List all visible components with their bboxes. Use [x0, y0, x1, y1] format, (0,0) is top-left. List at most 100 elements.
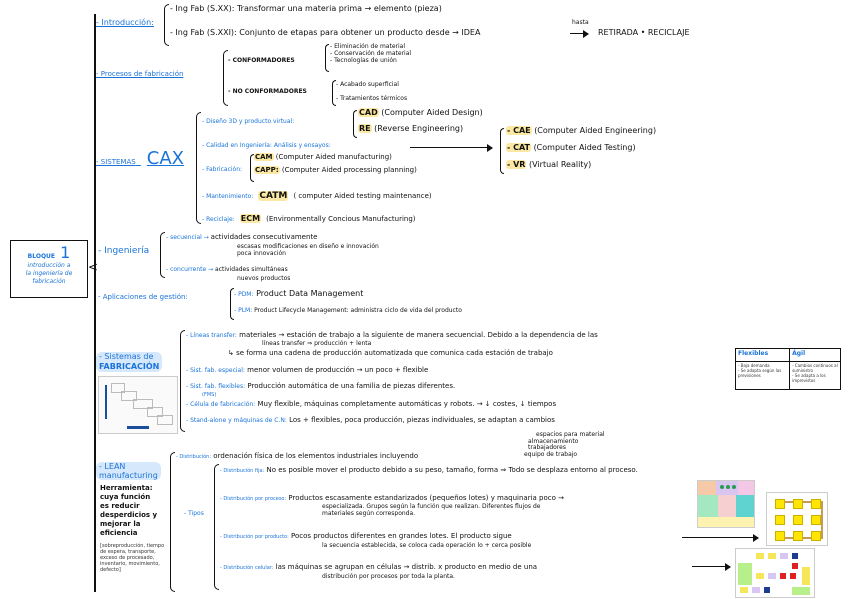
arrow: [570, 28, 589, 40]
ing-line: escasas modificaciones en diseño e innov…: [237, 243, 379, 250]
tipo-proceso: - Distribución por proceso: Productos es…: [220, 494, 564, 503]
waste-line: de espera, transporte,: [100, 549, 156, 555]
acronym-text: (Computer Aided processing planning): [281, 166, 417, 174]
tipo-celular: - Distribución celular: las máquinas se …: [220, 563, 537, 571]
bracket: [164, 4, 169, 46]
waste-line: [sobreproducción, tiempo: [100, 543, 165, 549]
tipo-line: distribución por procesos por toda la pl…: [322, 573, 455, 580]
acronym-text: (Reverse Engineering): [374, 124, 464, 133]
cax-sub: - CAT (Computer Aided Testing): [506, 143, 636, 152]
sisfab-text: Los + flexibles, poca producción, piezas…: [289, 416, 555, 424]
arrow: [410, 142, 493, 154]
tipo-key: - Distribución celular:: [220, 565, 274, 571]
dist-text: ordenación física de los elementos indus…: [213, 452, 419, 460]
section-gestion: - Aplicaciones de gestión:: [98, 293, 188, 301]
intro-key: - Ing Fab (S.XX):: [170, 4, 235, 13]
list-item: - Tratamientos térmicos: [336, 95, 408, 102]
dist-key: - Distribución:: [176, 454, 212, 460]
cax-key: - Calidad en Ingeniería: Análisis y ensa…: [202, 142, 331, 149]
gestion-key: - PDM:: [234, 291, 254, 298]
title-box: BLOQUE 1 introducción a la ingeniería de…: [10, 240, 88, 298]
desc-line: desperdicios y: [100, 511, 158, 519]
label-line: FABRICACIÓN: [99, 362, 160, 371]
tipo-line: Productos escasamente estandarizados (pe…: [288, 494, 565, 502]
gestion-text: Product Data Management: [256, 289, 364, 298]
intro-tail: RETIRADA • RECICLAJE: [598, 28, 690, 37]
desc-line: Herramienta:: [100, 484, 153, 492]
bracket: [250, 154, 254, 182]
ing-key: - secuencial →: [166, 234, 209, 241]
desc-line: eficiencia: [100, 529, 138, 537]
tipo-line: Pocos productos diferentes en grandes lo…: [291, 532, 512, 540]
acronym-text: (Computer Aided Testing): [533, 143, 636, 152]
tipo-text: No es posible mover el producto debido a…: [266, 466, 638, 474]
waste-line: inventario, movimiento,: [100, 561, 160, 567]
cax-item-reciclaje: - Reciclaje: ECM (Environmentally Concio…: [202, 206, 416, 225]
waste-line: defecto]: [100, 567, 121, 573]
cax-key: - Mantenimiento:: [202, 193, 254, 200]
cax-item-mantenimiento: - Mantenimiento: CATM ( computer Aided t…: [202, 183, 432, 202]
table-cell: - Baja demanda - Se adapta según las pre…: [734, 361, 791, 390]
desc-line: cuya función: [100, 493, 151, 501]
section-ingenieria: - Ingeniería: [98, 246, 150, 256]
sisfab-key: - Líneas transfer:: [186, 332, 237, 339]
label-line: - LEAN: [99, 462, 126, 471]
table-cell: - Cambios continuos al suministro - Se a…: [789, 361, 841, 390]
sisfab-key: - Célula de fabricación:: [186, 401, 256, 408]
intro-text: Transformar una materia prima → elemento…: [236, 4, 442, 13]
acronym-cam: CAM: [254, 153, 274, 161]
acronym-vr: - VR: [506, 160, 527, 169]
branch-item: equipo de trabajo: [524, 450, 578, 458]
ing-line: actividades simultáneas: [215, 266, 288, 273]
production-volume-chart-image: [98, 376, 178, 434]
acronym-text: ( computer Aided testing maintenance): [293, 192, 432, 200]
tipo-key: - Distribución por producto:: [220, 534, 289, 540]
tipo-proceso-more: especializada. Grupos según la función q…: [322, 503, 540, 517]
no-conformadores-label: - NO CONFORMADORES: [228, 88, 307, 95]
sisfab-key: - Sist. fab. flexibles:: [186, 383, 246, 390]
intro-text: Conjunto de etapas para obtener un produ…: [239, 28, 481, 37]
no-conformadores-list: - Acabado superficial - Tratamientos tér…: [336, 78, 407, 106]
cax-key: - Fabricación:: [202, 166, 243, 173]
tipo-fija: - Distribución fija: No es posible mover…: [220, 466, 638, 474]
intro-item-2: - Ing Fab (S.XXI): Conjunto de etapas pa…: [170, 28, 480, 37]
branch-item: espacios para material: [536, 431, 605, 438]
sisfab-especial: - Sist. fab. especial: menor volumen de …: [186, 366, 428, 374]
cell-line: - Se adapta a los imprevistos: [792, 373, 826, 383]
acronym-text: (Computer Aided Engineering): [534, 126, 657, 135]
sisfab-line: ↳ se forma una cadena de producción auto…: [228, 349, 553, 357]
sisfab-text: Producción automática de una familia de …: [247, 382, 456, 390]
sisfab-flexibles: - Sist. fab. flexibles: Producción autom…: [186, 382, 455, 390]
acronym-cad: CAD: [358, 108, 379, 117]
section-lean: - LEAN manufacturing: [96, 462, 161, 480]
intro-item-1: - Ing Fab (S.XX): Transformar una materi…: [170, 4, 442, 13]
bracket: [196, 112, 201, 224]
arrow: [692, 561, 731, 573]
ingenieria-secuencial: - secuencial → actividades consecutivame…: [166, 234, 317, 242]
tipos-label: - Tipos: [184, 510, 204, 517]
cell-line: - Cambios continuos al suministro: [792, 363, 838, 373]
acronym-text: (Virtual Reality): [529, 160, 592, 169]
desc-line: mejorar la: [100, 520, 141, 528]
sisfab-key: - Stand-alone y máquinas de C.N:: [186, 417, 287, 424]
product-layout-image: [766, 492, 828, 546]
sisfab-lineas: - Líneas transfer: materiales → estación…: [186, 331, 598, 339]
cax-sub: CAPP: (Computer Aided processing plannin…: [254, 166, 417, 174]
flexibles-agil-table: Flexibles Ágil - Baja demanda - Se adapt…: [734, 348, 841, 390]
acronym-ecm: ECM: [239, 214, 262, 223]
acronym-text: (Computer Aided manufacturing): [275, 153, 392, 161]
branch-item: trabajadores: [528, 444, 566, 451]
cax-sub: CAM (Computer Aided manufacturing): [254, 153, 392, 161]
subtitle-line: la ingeniería de: [25, 270, 73, 277]
sisfab-text: menor volumen de producción → un poco + …: [247, 366, 429, 374]
bracket: [223, 50, 228, 106]
arrow: [682, 532, 759, 544]
list-item: - Conservación de material: [330, 50, 412, 57]
tipo-producto: - Distribución por producto: Pocos produ…: [220, 532, 512, 540]
cax-sub: - VR (Virtual Reality): [506, 160, 591, 169]
acronym-re: RE: [358, 124, 372, 133]
lean-waste-list: [sobreproducción, tiempo de espera, tran…: [100, 543, 164, 573]
distribucion-branches: espacios para material almacenamiento tr…: [522, 431, 605, 458]
tipo-line: especializada. Grupos según la función q…: [322, 503, 541, 510]
label-line: manufacturing: [99, 471, 158, 480]
